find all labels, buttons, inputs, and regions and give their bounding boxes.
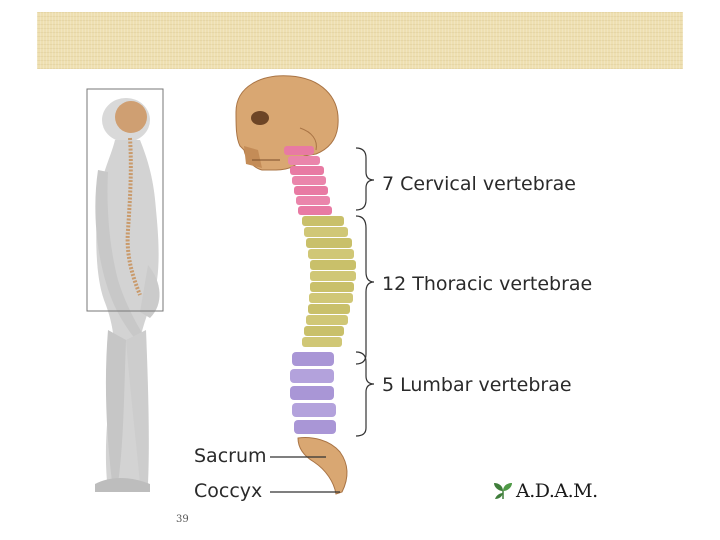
coccyx-label: Coccyx: [194, 480, 262, 502]
sacrum-coccyx: [298, 438, 347, 494]
cervical-vertebrae: [284, 146, 332, 215]
lumbar-label: 5 Lumbar vertebrae: [382, 374, 572, 396]
skull: [236, 76, 338, 170]
thoracic-label: 12 Thoracic vertebrae: [382, 273, 592, 295]
body-figure: [95, 98, 160, 492]
brand-name: A.D.A.M.: [516, 480, 598, 502]
cervical-brace: [356, 148, 374, 210]
page-number: 39: [176, 514, 189, 525]
leaf-icon: [492, 481, 514, 501]
thoracic-vertebrae: [302, 216, 356, 347]
thoracic-brace: [356, 216, 374, 364]
sacrum-label: Sacrum: [194, 445, 267, 467]
cervical-label: 7 Cervical vertebrae: [382, 173, 576, 195]
lumbar-vertebrae: [290, 352, 336, 434]
lumbar-brace: [356, 352, 374, 436]
adam-logo: A.D.A.M.: [492, 480, 598, 502]
